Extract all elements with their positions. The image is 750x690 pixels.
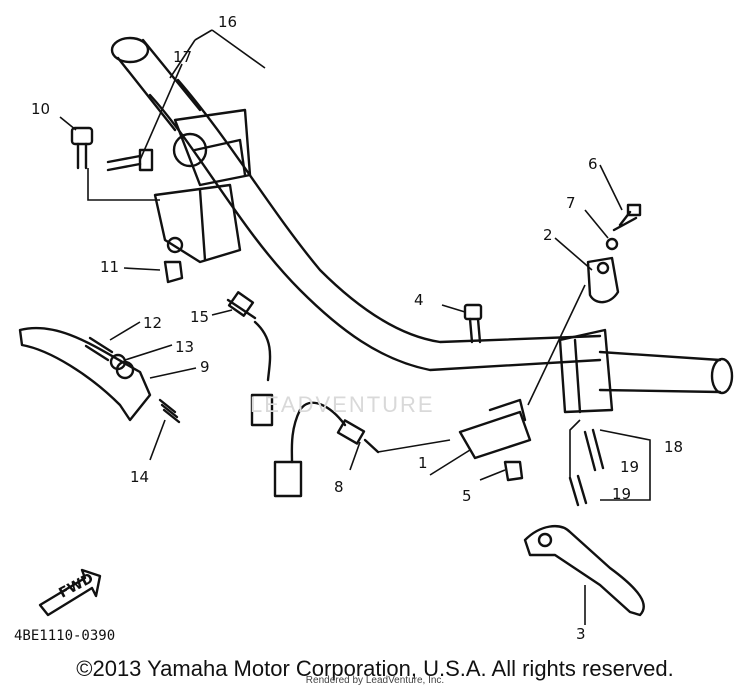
callout-4: 4 <box>414 291 424 309</box>
leader-lines <box>59 29 651 625</box>
screw-17 <box>106 148 154 172</box>
callout-14: 14 <box>130 468 150 486</box>
callout-6: 6 <box>588 155 598 173</box>
fwd-arrow-icon <box>38 568 102 617</box>
callout-5: 5 <box>462 487 472 505</box>
right-switch-18 <box>558 328 614 414</box>
screw-19-lower <box>568 474 588 507</box>
watermark: LEADVENTURE <box>250 392 435 417</box>
callout-1: 1 <box>418 454 428 472</box>
nut-11 <box>163 260 184 284</box>
callout-19-upper: 19 <box>620 458 640 476</box>
callout-17: 17 <box>173 48 193 66</box>
callout-9: 9 <box>200 358 210 376</box>
switch-15 <box>226 291 274 427</box>
bolt-10 <box>70 126 94 170</box>
callout-7: 7 <box>566 194 576 212</box>
callout-18: 18 <box>664 438 684 456</box>
right-grip <box>598 350 734 395</box>
callout-12: 12 <box>143 314 163 332</box>
bracket-1 <box>458 398 532 460</box>
callout-13: 13 <box>175 338 195 356</box>
callout-10: 10 <box>31 100 51 118</box>
callout-16: 16 <box>218 13 238 31</box>
callout-8: 8 <box>334 478 344 496</box>
nut-5 <box>503 460 524 482</box>
switch-8 <box>273 401 380 498</box>
callout-3: 3 <box>576 625 586 643</box>
rendered-by-credit: Rendered by LeadVenture, Inc. <box>305 675 445 686</box>
callout-11: 11 <box>100 258 120 276</box>
left-grip <box>110 36 202 132</box>
callout-15: 15 <box>190 308 210 326</box>
bolt-6 <box>612 203 642 232</box>
copyright-notice: ©2013 Yamaha Motor Corporation, U.S.A. A… <box>76 656 674 681</box>
callout-19-lower: 19 <box>612 485 632 503</box>
left-lever <box>18 326 152 422</box>
brake-lever-3 <box>523 524 645 617</box>
callout-2: 2 <box>543 226 553 244</box>
nut-13 <box>109 353 127 371</box>
spring-14 <box>158 398 181 424</box>
diagram-part-code: 4BE1110-0390 <box>14 628 116 644</box>
handlebar <box>148 78 602 372</box>
lever-holder <box>153 183 242 264</box>
screw-19-upper <box>583 428 605 472</box>
holder-2 <box>586 256 620 304</box>
bolt-12 <box>84 336 114 362</box>
left-switch-assembly <box>172 108 252 187</box>
washer-7 <box>605 237 619 251</box>
bolt-4 <box>463 303 483 344</box>
